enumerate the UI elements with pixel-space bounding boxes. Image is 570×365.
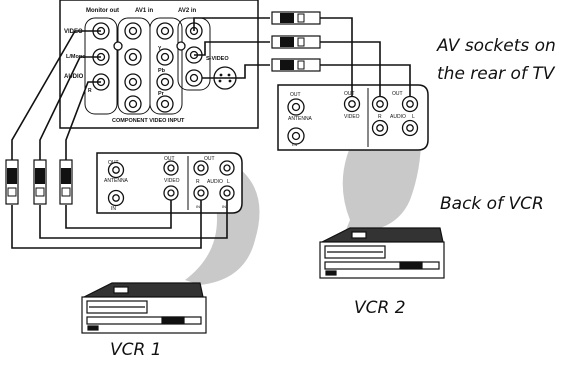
vcr1-video-out-label: OUT [164,156,175,162]
audio-label: AUDIO [64,74,84,80]
vcr1-video-label: VIDEO [164,178,180,184]
vcr1-l-label: L [227,179,230,185]
vcr1-caption: VCR 1 [110,340,162,360]
back-of-vcr-caption: Back of VCR [440,194,544,214]
vcr1-audio-out-label: OUT [204,156,215,162]
vcr2-video-out-label: OUT [344,91,355,97]
vcr1-in-label: IN [111,206,116,212]
vcr1-antenna-label: ANTENNA [104,178,129,184]
lmono-label: L/Mono [66,54,86,60]
vcr2-video-label: VIDEO [344,114,360,120]
plugs-vcr1 [5,159,73,205]
vcr2-in-label: IN [292,142,297,148]
vcr2-back-panel: OUT ANTENNA IN OUT VIDEO OUT R AUDIO L [277,84,429,151]
vcr1-audio-label: AUDIO [207,179,223,185]
plugs-vcr2 [271,11,321,72]
pb-label: Pb [158,68,166,74]
vcr2-r-label: R [378,114,382,120]
vcr1-device [81,282,207,334]
cables-vcr2 [193,17,411,96]
svg-text:IN: IN [222,204,226,209]
av1-in-label: AV1 in [135,8,154,14]
vcr2-antenna-label: ANTENNA [288,116,313,122]
vcr2-l-label: L [412,114,415,120]
vcr2-audio-label: AUDIO [390,114,406,120]
av2-in-label: AV2 in [178,8,197,14]
tv-sockets [92,22,237,113]
monitor-out-label: Monitor out [86,8,119,14]
pr-label: Pr [158,91,165,97]
svg-text:IN: IN [196,204,200,209]
vcr1-r-label: R [196,179,200,185]
av-sockets-caption-line2: the rear of TV [437,64,555,84]
component-label: COMPONENT VIDEO INPUT [112,118,185,124]
vcr2-out-label: OUT [290,92,301,98]
vcr2-caption: VCR 2 [354,298,406,318]
vcr2-device [319,227,445,279]
y-label: Y [158,46,162,52]
tv-rear-panel: Monitor out AV1 in AV2 in VIDEO L/Mono A… [59,0,259,129]
vcr1-back-panel: OUT ANTENNA IN OUT VIDEO OUT R AUDIO L I… [96,152,243,214]
av-sockets-caption-line1: AV sockets on [437,36,556,56]
vcr2-audio-out-label: OUT [392,91,403,97]
cables-vcr1 [11,30,228,249]
r-label: R [88,88,92,94]
svideo-label: S-VIDEO [206,56,229,62]
